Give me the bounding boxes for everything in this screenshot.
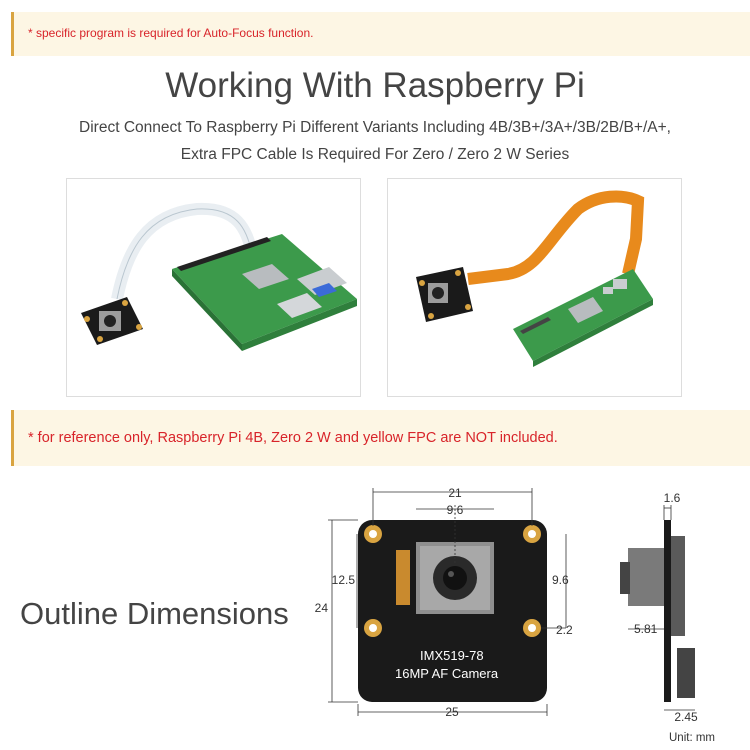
section-title: Working With Raspberry Pi — [165, 66, 585, 105]
side-dim-bottom: 2.45 — [674, 710, 698, 724]
notice-autofocus: * specific program is required for Auto-… — [11, 12, 750, 56]
module-desc-label: 16MP AF Camera — [395, 666, 499, 681]
dim-hole-diameter: 2.2 — [556, 623, 573, 637]
dim-hole-left: 12.5 — [332, 573, 356, 587]
side-dim-top: 1.6 — [664, 491, 681, 505]
side-dim-middle: 5.81 — [634, 622, 658, 636]
notice-not-included: * for reference only, Raspberry Pi 4B, Z… — [11, 410, 750, 466]
dim-height-left: 24 — [315, 601, 329, 615]
photo-pizero-with-camera — [387, 178, 682, 397]
dim-hole-right: 9.6 — [552, 573, 569, 587]
notice-autofocus-text: * specific program is required for Auto-… — [28, 26, 314, 40]
unit-label: Unit: mm — [669, 732, 715, 744]
notice-not-included-text: * for reference only, Raspberry Pi 4B, Z… — [28, 430, 558, 446]
photo-pi4b-with-camera — [66, 178, 361, 397]
dim-width-top: 21 — [448, 486, 462, 500]
section-subtitle-line1: Direct Connect To Raspberry Pi Different… — [79, 119, 671, 136]
dim-hole-top: 9.6 — [447, 503, 464, 517]
module-model-label: IMX519-78 — [420, 648, 484, 663]
camera-board-side — [664, 520, 671, 702]
outline-dimensions-title: Outline Dimensions — [20, 596, 289, 631]
section-subtitle-line2: Extra FPC Cable Is Required For Zero / Z… — [180, 146, 570, 163]
fpc-connector — [396, 550, 410, 605]
mounting-holes — [364, 525, 541, 637]
dimension-diagram: IMX519-78 16MP AF Camera 21 9.6 24 12.5 … — [315, 486, 698, 724]
dim-width-bottom: 25 — [445, 705, 459, 719]
